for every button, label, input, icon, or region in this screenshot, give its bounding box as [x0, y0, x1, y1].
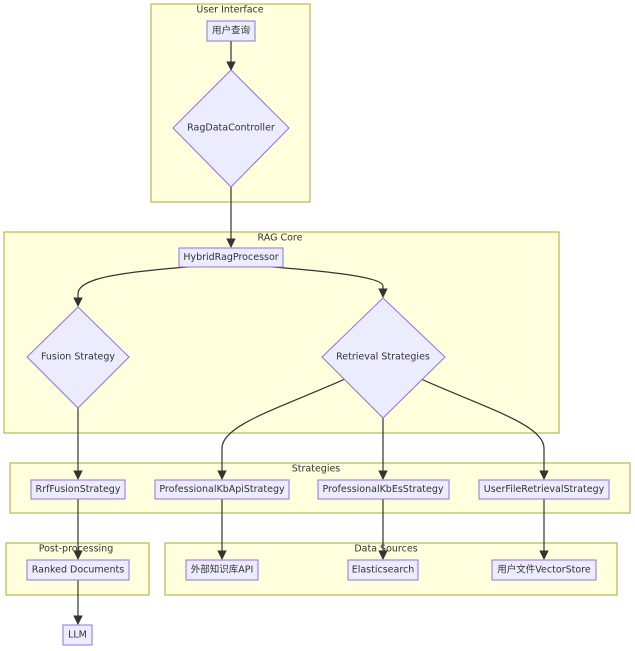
node-fusion-strategy[interactable]: Fusion Strategy — [26, 306, 130, 409]
edge-processor-to-retrieval — [259, 265, 388, 298]
node-rrf-fusion-strategy[interactable]: RrfFusionStrategy — [30, 479, 126, 500]
node-llm[interactable]: LLM — [62, 624, 93, 646]
node-professional-kb-api-strategy-label: ProfessionalKbApiStrategy — [159, 484, 285, 495]
node-llm-label: LLM — [68, 630, 87, 641]
node-external-kb-api[interactable]: 外部知识库API — [185, 559, 259, 581]
node-user-file-retrieval-strategy-label: UserFileRetrievalStrategy — [484, 484, 605, 495]
node-retrieval-strategies[interactable]: Retrieval Strategies — [321, 297, 446, 419]
node-professional-kb-es-strategy-label: ProfessionalKbEsStrategy — [322, 484, 443, 495]
node-user-query-label: 用户查询 — [212, 25, 250, 37]
subgraph-title-post-processing: Post-processing — [39, 544, 114, 555]
node-professional-kb-api-strategy[interactable]: ProfessionalKbApiStrategy — [154, 479, 290, 500]
node-user-file-vector-store[interactable]: 用户文件VectorStore — [491, 559, 597, 581]
node-external-kb-api-label: 外部知识库API — [191, 564, 254, 576]
node-hybrid-rag-processor-label: HybridRagProcessor — [183, 252, 278, 263]
node-rag-data-controller-label: RagDataController — [187, 123, 275, 134]
edges — [73, 41, 549, 625]
subgraph-title-strategies: Strategies — [292, 464, 341, 475]
node-user-query[interactable]: 用户查询 — [206, 20, 256, 42]
node-fusion-strategy-label: Fusion Strategy — [41, 352, 115, 363]
subgraph-title-data-sources: Data Sources — [354, 544, 417, 555]
node-rrf-fusion-strategy-label: RrfFusionStrategy — [36, 484, 121, 495]
edge-retrieval-to-userfile-strategy — [420, 378, 549, 480]
node-ranked-documents-label: Ranked Documents — [32, 565, 125, 576]
subgraph-title-user-interface: User Interface — [196, 5, 263, 16]
node-ranked-documents[interactable]: Ranked Documents — [26, 559, 130, 581]
node-retrieval-strategies-label: Retrieval Strategies — [336, 352, 430, 363]
node-user-file-retrieval-strategy[interactable]: UserFileRetrievalStrategy — [478, 479, 610, 500]
node-elasticsearch-label: Elasticsearch — [352, 565, 415, 576]
node-hybrid-rag-processor[interactable]: HybridRagProcessor — [178, 247, 284, 268]
edge-processor-to-fusion — [73, 265, 201, 307]
node-user-file-vector-store-label: 用户文件VectorStore — [497, 564, 591, 576]
node-professional-kb-es-strategy[interactable]: ProfessionalKbEsStrategy — [317, 479, 450, 500]
subgraph-title-rag-core: RAG Core — [258, 233, 303, 244]
node-rag-data-controller[interactable]: RagDataController — [172, 69, 290, 188]
edge-retrieval-to-api-strategy — [217, 378, 346, 480]
node-elasticsearch[interactable]: Elasticsearch — [347, 559, 419, 581]
